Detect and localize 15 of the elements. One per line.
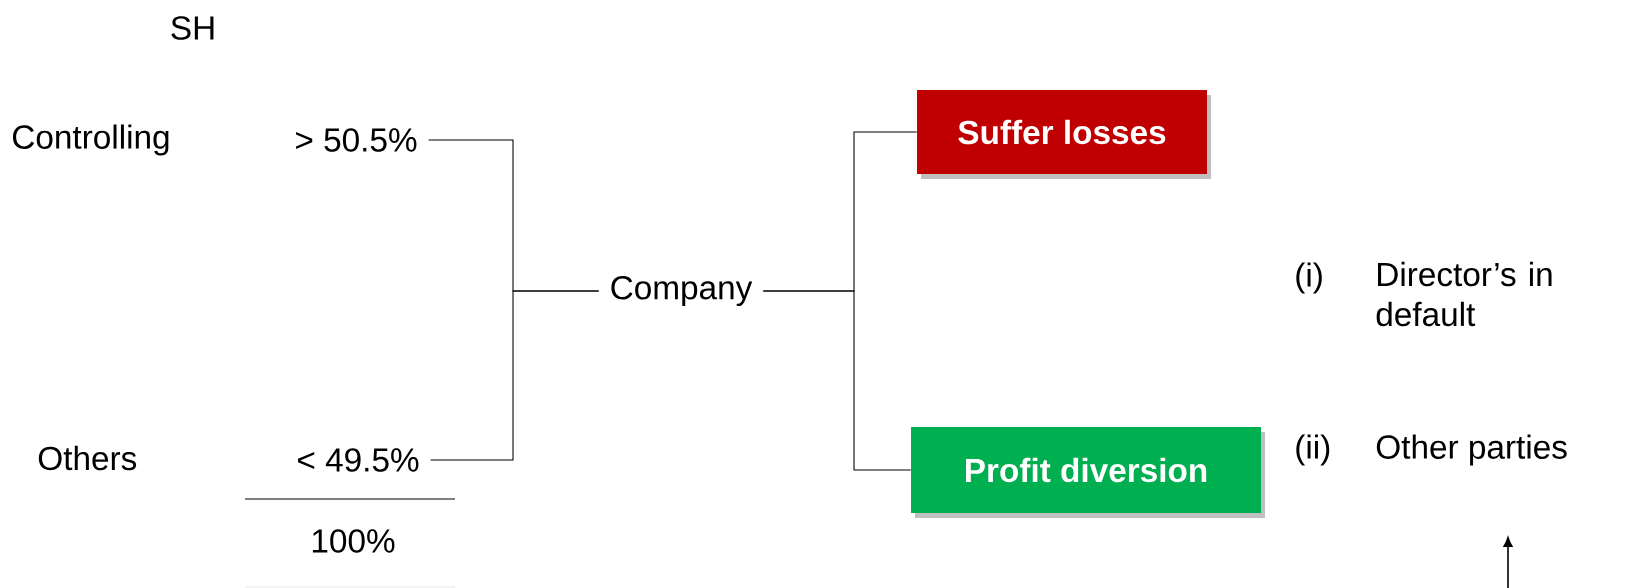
outcome-box: Profit diversion [911,427,1265,518]
share-percentage: < 49.5% [298,448,419,472]
total-percentage: 100% [312,529,395,553]
outcome-box: Suffer losses [917,90,1211,179]
list-item: Other parties [1376,434,1567,466]
bracket-line [762,290,912,471]
list-number: (i) [1296,262,1322,294]
list-number: (ii) [1296,434,1330,466]
row-label: Controlling [13,124,169,156]
share-percentage: > 50.5% [296,128,417,152]
heading-label: SH [171,16,214,40]
company-label: Company [611,275,753,307]
bracket-line [430,290,600,461]
row-label: Others [38,445,137,471]
list-item: Director’s in default [1376,261,1552,327]
